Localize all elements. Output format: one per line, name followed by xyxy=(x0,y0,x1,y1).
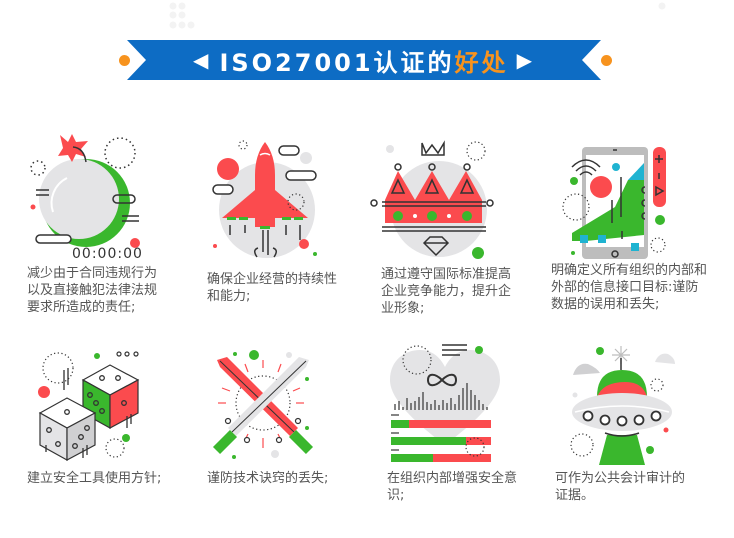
banner-dot-left xyxy=(119,55,130,66)
banner-dot-right xyxy=(601,55,612,66)
title-highlight: 好处 xyxy=(454,48,509,77)
title-main: ISO27001认证的 xyxy=(219,48,455,77)
smartphone-icon xyxy=(562,147,666,259)
benefit-text: 明确定义所有组织的内部和外部的信息接口目标:谨防数据的误用和丢失; xyxy=(551,263,708,312)
bomb-timer: 00:00:00 xyxy=(72,246,143,262)
rocket-icon xyxy=(212,140,317,258)
heart-chart-icon xyxy=(390,344,500,462)
right-arrow-icon: ▶ xyxy=(516,48,535,72)
dice-icon xyxy=(38,351,140,462)
left-arrow-icon: ◀ xyxy=(193,48,212,72)
title-banner: ◀ ISO27001认证的好处 ▶ xyxy=(127,40,601,80)
crossed-swords-icon xyxy=(212,350,314,459)
benefit-text: 通过遵守国际标准提高企业竞争能力，提升企业形象; xyxy=(381,267,512,316)
benefit-text: 建立安全工具使用方针; xyxy=(27,471,162,486)
banner-ribbon-shape xyxy=(127,40,601,80)
benefit-text: 确保企业经营的持续性和能力; xyxy=(207,272,338,304)
page-title: ◀ ISO27001认证的好处 ▶ xyxy=(127,40,601,80)
benefit-text: 可作为公共会计审计的证据。 xyxy=(555,471,686,503)
bomb-icon xyxy=(30,134,140,248)
ufo-icon xyxy=(570,346,675,465)
decorative-dots xyxy=(169,2,195,29)
benefit-text: 谨防技术诀窍的丢失; xyxy=(207,471,329,486)
decorative-dots-right xyxy=(658,2,666,10)
benefit-text: 在组织内部增强安全意识; xyxy=(387,471,518,503)
benefit-text: 减少由于合同违规行为以及直接触犯法律法规要求所造成的责任; xyxy=(27,266,158,315)
crown-icon xyxy=(370,140,494,259)
